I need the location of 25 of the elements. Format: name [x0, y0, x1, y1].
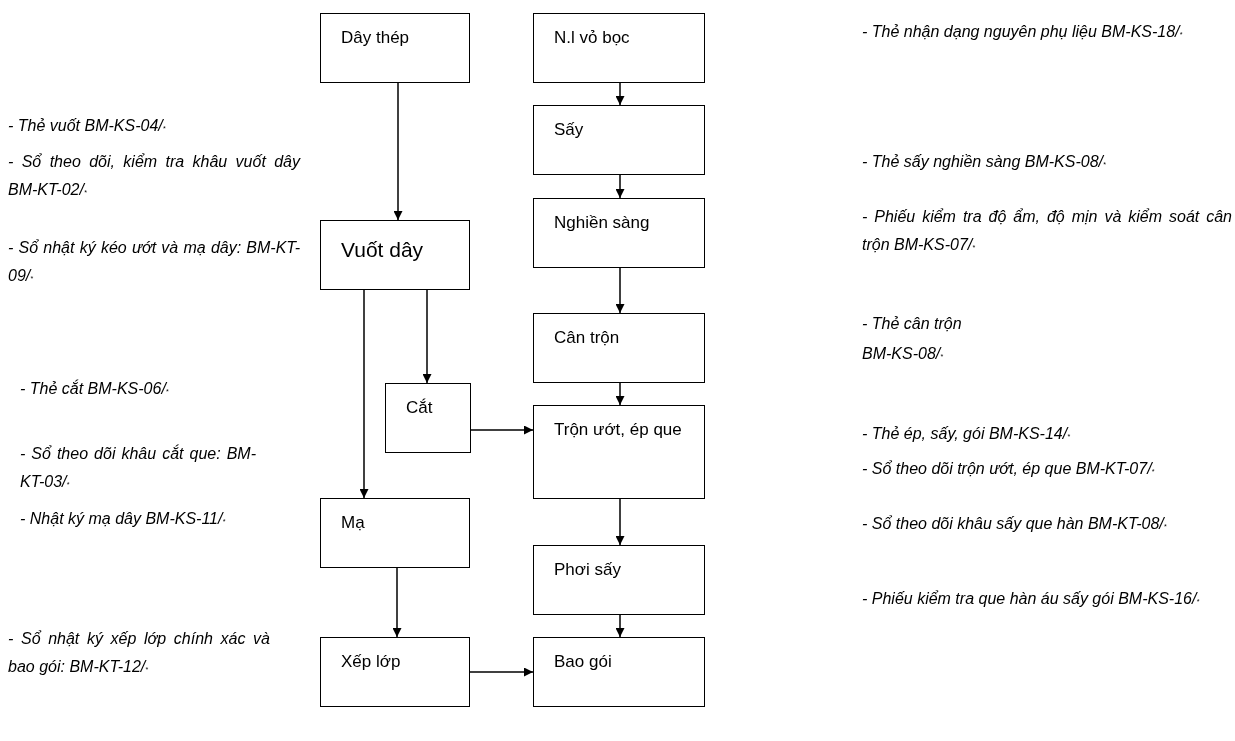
arrow: [392, 567, 402, 638]
process-box: N.l vỏ bọc: [533, 13, 705, 83]
arrow: [615, 82, 625, 106]
arrow: [615, 382, 625, 406]
form-reference-note: - Thẻ cân trộn: [862, 314, 963, 334]
arrow: [470, 425, 534, 435]
process-box: Cân trộn: [533, 313, 705, 383]
arrow: [615, 267, 625, 314]
arrow: [615, 498, 625, 546]
arrow: [422, 289, 432, 384]
arrow: [359, 289, 369, 499]
process-box: Trộn ướt, ép que: [533, 405, 705, 499]
arrow: [469, 667, 534, 677]
process-box: Cắt: [385, 383, 471, 453]
arrow: [615, 614, 625, 638]
arrow: [615, 174, 625, 199]
arrow: [393, 82, 403, 221]
process-box: Bao gói: [533, 637, 705, 707]
process-box: Dây thép: [320, 13, 470, 83]
process-box: Xếp lớp: [320, 637, 470, 707]
process-box: Nghiền sàng: [533, 198, 705, 268]
process-box: Vuốt dây: [320, 220, 470, 290]
process-box: Mạ: [320, 498, 470, 568]
process-box: Phơi sấy: [533, 545, 705, 615]
process-box: Sấy: [533, 105, 705, 175]
